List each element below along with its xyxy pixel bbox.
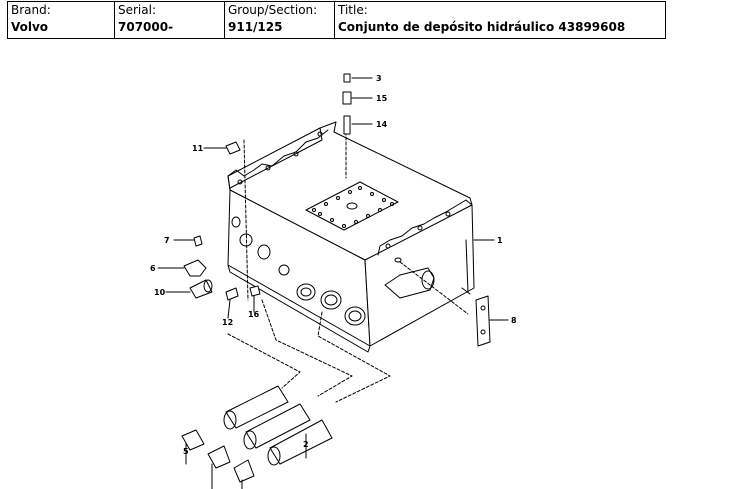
header-table: Brand: Volvo Serial: 707000- Group/Secti… bbox=[7, 1, 666, 39]
callout-7: 7 bbox=[164, 236, 170, 245]
callout-5: 5 bbox=[183, 447, 189, 456]
callout-numbers: 3 15 14 11 1 7 6 10 12 16 8 5 2 bbox=[150, 74, 517, 456]
serial-label: Serial: bbox=[118, 3, 156, 17]
callout-3: 3 bbox=[376, 74, 382, 83]
dashed-leaders bbox=[227, 131, 469, 403]
group-label: Group/Section: bbox=[228, 3, 318, 17]
serial-value: 707000- bbox=[118, 20, 174, 34]
title-value: Conjunto de depósito hidráulico 43899608 bbox=[338, 20, 626, 34]
callout-1: 1 bbox=[497, 236, 503, 245]
filter-cartridges bbox=[181, 385, 333, 483]
brand-cell: Brand: Volvo bbox=[7, 1, 115, 39]
tank-body bbox=[227, 121, 475, 353]
callout-leaders bbox=[157, 77, 509, 489]
group-value: 911/125 bbox=[228, 20, 283, 34]
group-cell: Group/Section: 911/125 bbox=[224, 1, 335, 39]
serial-cell: Serial: 707000- bbox=[114, 1, 225, 39]
left-fittings bbox=[183, 141, 261, 301]
title-label: Title: bbox=[338, 3, 368, 17]
bracket-part bbox=[475, 295, 491, 347]
callout-10: 10 bbox=[154, 288, 166, 297]
callout-14: 14 bbox=[376, 120, 388, 129]
callout-11: 11 bbox=[192, 144, 204, 153]
callout-12: 12 bbox=[222, 318, 233, 327]
callout-16: 16 bbox=[248, 310, 260, 319]
callout-2: 2 bbox=[303, 440, 309, 449]
callout-15: 15 bbox=[376, 94, 388, 103]
brand-label: Brand: bbox=[11, 3, 51, 17]
brand-value: Volvo bbox=[11, 20, 49, 34]
top-fittings bbox=[342, 73, 352, 135]
callout-8: 8 bbox=[511, 316, 517, 325]
callout-6: 6 bbox=[150, 264, 156, 273]
title-cell: Title: Conjunto de depósito hidráulico 4… bbox=[334, 1, 666, 39]
